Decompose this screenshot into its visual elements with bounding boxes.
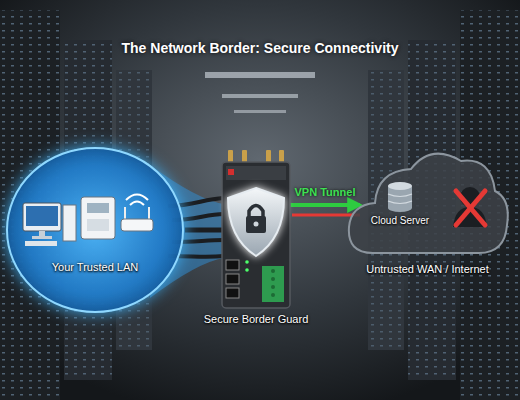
node-shape <box>345 135 510 280</box>
router-antenna <box>124 207 126 219</box>
border-router-node: Secure Border Guard <box>222 150 290 310</box>
database-band <box>388 201 412 204</box>
terminal-screw <box>271 285 275 289</box>
cable-connector <box>185 228 222 233</box>
database-bottom <box>388 204 412 212</box>
monitor-stand <box>39 231 45 236</box>
terminal-screw <box>271 269 275 273</box>
lan-circle-node: Your Trusted LAN <box>5 145 185 315</box>
edge-label: VPN Tunnel <box>295 186 356 198</box>
lock-body <box>246 216 266 233</box>
block-cross <box>456 191 485 225</box>
ceiling-lights <box>205 72 315 113</box>
database-band <box>388 194 412 197</box>
ethernet-port <box>226 260 239 270</box>
lock-shackle <box>249 206 263 218</box>
wifi-router-icon <box>121 219 153 231</box>
router-antenna <box>148 207 150 219</box>
node-label: Your Trusted LAN <box>5 261 185 274</box>
monitor-icon <box>23 203 61 231</box>
cloud-node: Untrusted WAN / Internet Cloud Server <box>345 135 510 280</box>
database-top <box>388 182 412 190</box>
lock-keyhole <box>254 222 259 227</box>
monitor-base <box>32 236 52 239</box>
wifi-arc <box>130 202 144 206</box>
keyboard-icon <box>25 241 57 246</box>
lan-circle <box>7 148 183 312</box>
monitor-screen <box>26 206 58 226</box>
terminal-screw <box>271 293 275 297</box>
status-led <box>245 260 249 264</box>
cloud-shape <box>349 154 508 253</box>
brand-logo <box>228 169 234 175</box>
device-display <box>87 203 109 213</box>
security-shield <box>228 188 284 256</box>
wifi-arc <box>126 195 148 201</box>
node-label: Secure Border Guard <box>190 313 322 326</box>
pc-tower-icon <box>63 205 76 241</box>
server-racks <box>0 10 520 400</box>
node-label: Untrusted WAN / Internet <box>345 263 510 276</box>
vpn-tunnel-arrow <box>290 203 360 207</box>
device-panel <box>87 219 109 231</box>
diagram-title: The Network Border: Secure Connectivity <box>0 40 520 56</box>
block-cross <box>456 191 485 225</box>
ethernet-port <box>226 288 239 298</box>
router-top-panel <box>226 166 286 180</box>
threat-line <box>292 214 360 217</box>
node-shape <box>5 145 185 315</box>
ethernet-port <box>226 274 239 284</box>
router-body <box>222 162 290 308</box>
terminal-screw <box>271 277 275 281</box>
node-label: Cloud Server <box>360 214 440 227</box>
node-shape <box>222 150 290 310</box>
cloud-server-node: Cloud Server <box>360 180 440 230</box>
device-icon <box>81 197 115 239</box>
status-led <box>245 268 249 272</box>
terminal-block <box>262 266 284 302</box>
